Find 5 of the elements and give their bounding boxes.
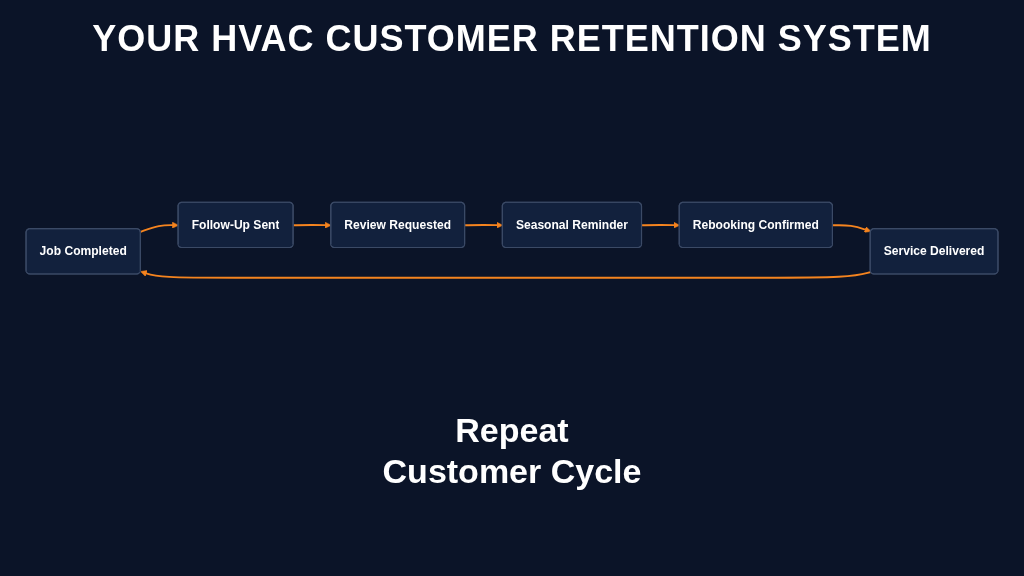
title: YOUR HVAC CUSTOMER RETENTION SYSTEM: [91, 18, 933, 60]
arrow: [140, 270, 872, 279]
arrow: [139, 221, 179, 233]
arrow: [464, 221, 503, 229]
center-caption: Repeat Customer Cycle: [382, 410, 642, 492]
